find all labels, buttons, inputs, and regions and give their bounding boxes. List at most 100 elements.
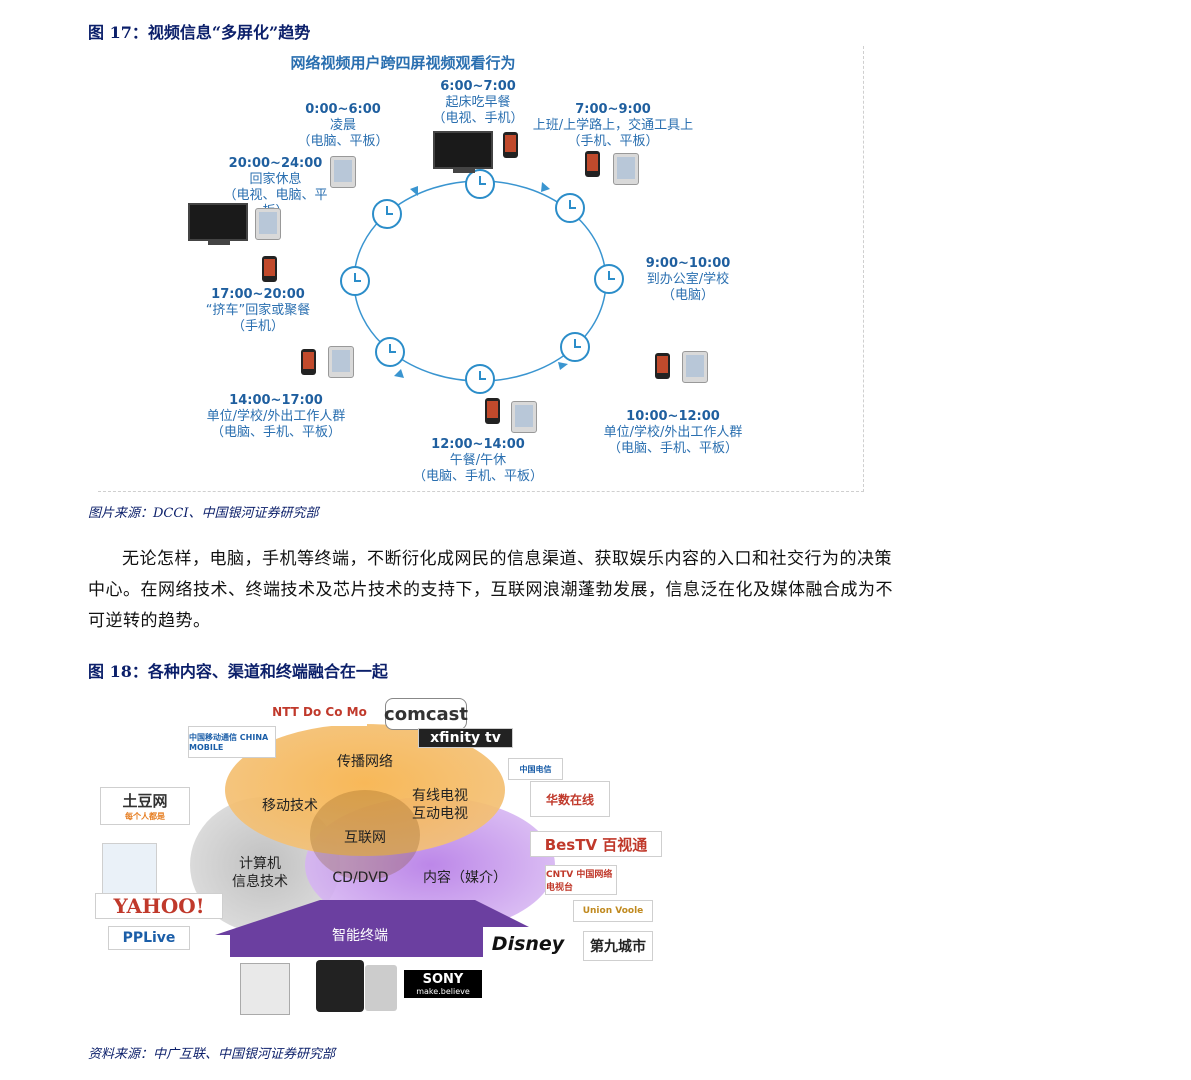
logo-fashion-illustration xyxy=(102,843,157,895)
logo-comcast: comcast xyxy=(384,698,468,730)
ereader-icon xyxy=(240,963,290,1015)
paragraph-text: 无论怎样，电脑，手机等终端，不断衍化成网民的信息渠道、获取娱乐内容的入口和社交行… xyxy=(88,549,893,631)
figure-17-source: 图片来源：DCCI、中国银河证券研究部 xyxy=(88,506,319,521)
slot-0900-1000: 9:00~10:00 到办公室/学校 （电脑） xyxy=(638,256,738,304)
clock-icon xyxy=(555,193,585,223)
tablet-icon xyxy=(255,208,281,240)
slot-1200-1400: 12:00~14:00 午餐/午休 （电脑、手机、平板） xyxy=(408,437,548,485)
slot-desc: 单位/学校/外出工作人群 xyxy=(603,425,743,440)
slot-2000-2400: 20:00~24:00 回家休息 （电视、电脑、平板） xyxy=(223,156,328,220)
logo-xfinity: xfinity tv xyxy=(418,728,513,748)
tv-icon xyxy=(188,203,248,245)
logo-china-mobile: 中国移动通信 CHINA MOBILE xyxy=(188,726,276,758)
logo-sony-sub: make.believe xyxy=(416,987,470,996)
logo-bestv: BesTV 百视通 xyxy=(530,831,662,857)
slot-time: 17:00~20:00 xyxy=(211,287,305,302)
body-paragraph: 无论怎样，电脑，手机等终端，不断衍化成网民的信息渠道、获取娱乐内容的入口和社交行… xyxy=(88,544,898,637)
slot-desc: “挤车”回家或聚餐 xyxy=(205,303,311,318)
slot-time: 9:00~10:00 xyxy=(645,256,731,271)
label-mobile-tech: 移动技术 xyxy=(262,798,318,814)
label-cd-dvd: CD/DVD xyxy=(332,870,389,886)
diagram-header: 网络视频用户跨四屏视频观看行为 xyxy=(290,54,516,72)
slot-desc: 回家休息 xyxy=(249,172,302,187)
label-content-media: 内容（媒介） xyxy=(423,870,507,886)
phone-icon xyxy=(585,151,600,177)
multi-screen-diagram: 网络视频用户跨四屏视频观看行为 0:00~6:00 凌晨 （电脑、平板） 6:0… xyxy=(98,46,864,492)
convergence-diagram: 传播网络 移动技术 有线电视 互动电视 互联网 计算机 信息技术 CD/DVD … xyxy=(90,695,670,1020)
slot-desc: 到办公室/学校 xyxy=(646,272,730,287)
clock-icon xyxy=(340,266,370,296)
logo-pplive: PPLive xyxy=(108,926,190,950)
laptop-icon xyxy=(633,221,675,247)
slot-desc: 上班/上学路上，交通工具上 xyxy=(532,118,694,133)
slot-devices: （电脑、平板） xyxy=(297,134,389,149)
venn-circles xyxy=(190,724,555,957)
slot-0000-0600: 0:00~6:00 凌晨 （电脑、平板） xyxy=(293,102,393,150)
slot-desc: 起床吃早餐 xyxy=(445,95,511,110)
laptop-icon xyxy=(608,354,650,380)
slot-time: 0:00~6:00 xyxy=(305,102,381,117)
slot-devices: （电脑、手机、平板） xyxy=(412,469,543,484)
label-computer-it: 计算机 信息技术 xyxy=(232,856,288,890)
laptop-icon xyxy=(254,351,296,377)
laptop-icon xyxy=(361,154,403,180)
tablet-icon xyxy=(328,346,354,378)
label-smart-terminal: 智能终端 xyxy=(332,928,388,944)
slot-devices: （手机、平板） xyxy=(567,134,659,149)
logo-cntv: CNTV 中国网络电视台 xyxy=(545,865,617,895)
slot-desc: 午餐/午休 xyxy=(449,453,507,468)
slot-desc: 单位/学校/外出工作人群 xyxy=(206,409,346,424)
phone-icon xyxy=(262,256,277,282)
slot-desc: 凌晨 xyxy=(329,118,356,133)
phone-icon xyxy=(301,349,316,375)
tablet-icon xyxy=(613,153,639,185)
slot-devices: （手机） xyxy=(231,319,284,334)
logo-yahoo: YAHOO! xyxy=(95,893,223,919)
label-cable-tv: 有线电视 互动电视 xyxy=(412,788,468,822)
logo-sony: SONY make.believe xyxy=(404,970,482,998)
slot-time: 6:00~7:00 xyxy=(440,79,516,94)
slot-time: 10:00~12:00 xyxy=(626,409,720,424)
logo-union-voole: Union Voole xyxy=(573,900,653,922)
slot-1400-1700: 14:00~17:00 单位/学校/外出工作人群 （电脑、手机、平板） xyxy=(196,393,356,441)
slot-devices: （电视、手机） xyxy=(432,111,524,126)
tablet-icon xyxy=(330,156,356,188)
slot-devices: （电脑） xyxy=(661,288,714,303)
figure-18-title: 图 18：各种内容、渠道和终端融合在一起 xyxy=(88,662,388,681)
slot-time: 7:00~9:00 xyxy=(575,102,651,117)
slot-time: 14:00~17:00 xyxy=(229,393,323,408)
slot-0600-0700: 6:00~7:00 起床吃早餐 （电视、手机） xyxy=(423,79,533,127)
slot-devices: （电脑、手机、平板） xyxy=(607,441,738,456)
clock-icon xyxy=(594,264,624,294)
logo-docomo: NTT Do Co Mo xyxy=(272,698,367,726)
clock-icon xyxy=(465,364,495,394)
logo-tudou-sub: 每个人都是 xyxy=(125,812,165,821)
tablet-icon xyxy=(365,965,397,1011)
clock-icon xyxy=(375,337,405,367)
tv-icon xyxy=(433,131,493,173)
tablet-icon xyxy=(511,401,537,433)
logo-tudou: 土豆网 每个人都是 xyxy=(100,787,190,825)
logo-the9: 第九城市 xyxy=(583,931,653,961)
logo-sony-text: SONY xyxy=(422,972,464,987)
logo-tudou-text: 土豆网 xyxy=(122,792,168,810)
slot-devices: （电脑、手机、平板） xyxy=(210,425,341,440)
slot-1000-1200: 10:00~12:00 单位/学校/外出工作人群 （电脑、手机、平板） xyxy=(593,409,753,457)
slot-1700-2000: 17:00~20:00 “挤车”回家或聚餐 （手机） xyxy=(198,287,318,335)
laptop-icon xyxy=(286,208,328,234)
logo-wasu: 华数在线 xyxy=(530,781,610,817)
slot-time: 20:00~24:00 xyxy=(228,156,323,171)
logo-china-telecom: 中国电信 xyxy=(508,758,563,780)
logo-disney: Disney xyxy=(483,927,573,961)
tablet-icon xyxy=(316,960,364,1012)
clock-icon xyxy=(465,169,495,199)
figure-18-source: 资料来源：中广互联、中国银河证券研究部 xyxy=(88,1047,336,1062)
figure-17-title: 图 17：视频信息“多屏化”趋势 xyxy=(88,23,311,42)
phone-icon xyxy=(485,398,500,424)
tablet-icon xyxy=(682,351,708,383)
label-internet: 互联网 xyxy=(344,830,386,846)
phone-icon xyxy=(655,353,670,379)
label-broadcast-network: 传播网络 xyxy=(337,754,393,770)
slot-0700-0900: 7:00~9:00 上班/上学路上，交通工具上 （手机、平板） xyxy=(523,102,703,150)
clock-icon xyxy=(372,199,402,229)
